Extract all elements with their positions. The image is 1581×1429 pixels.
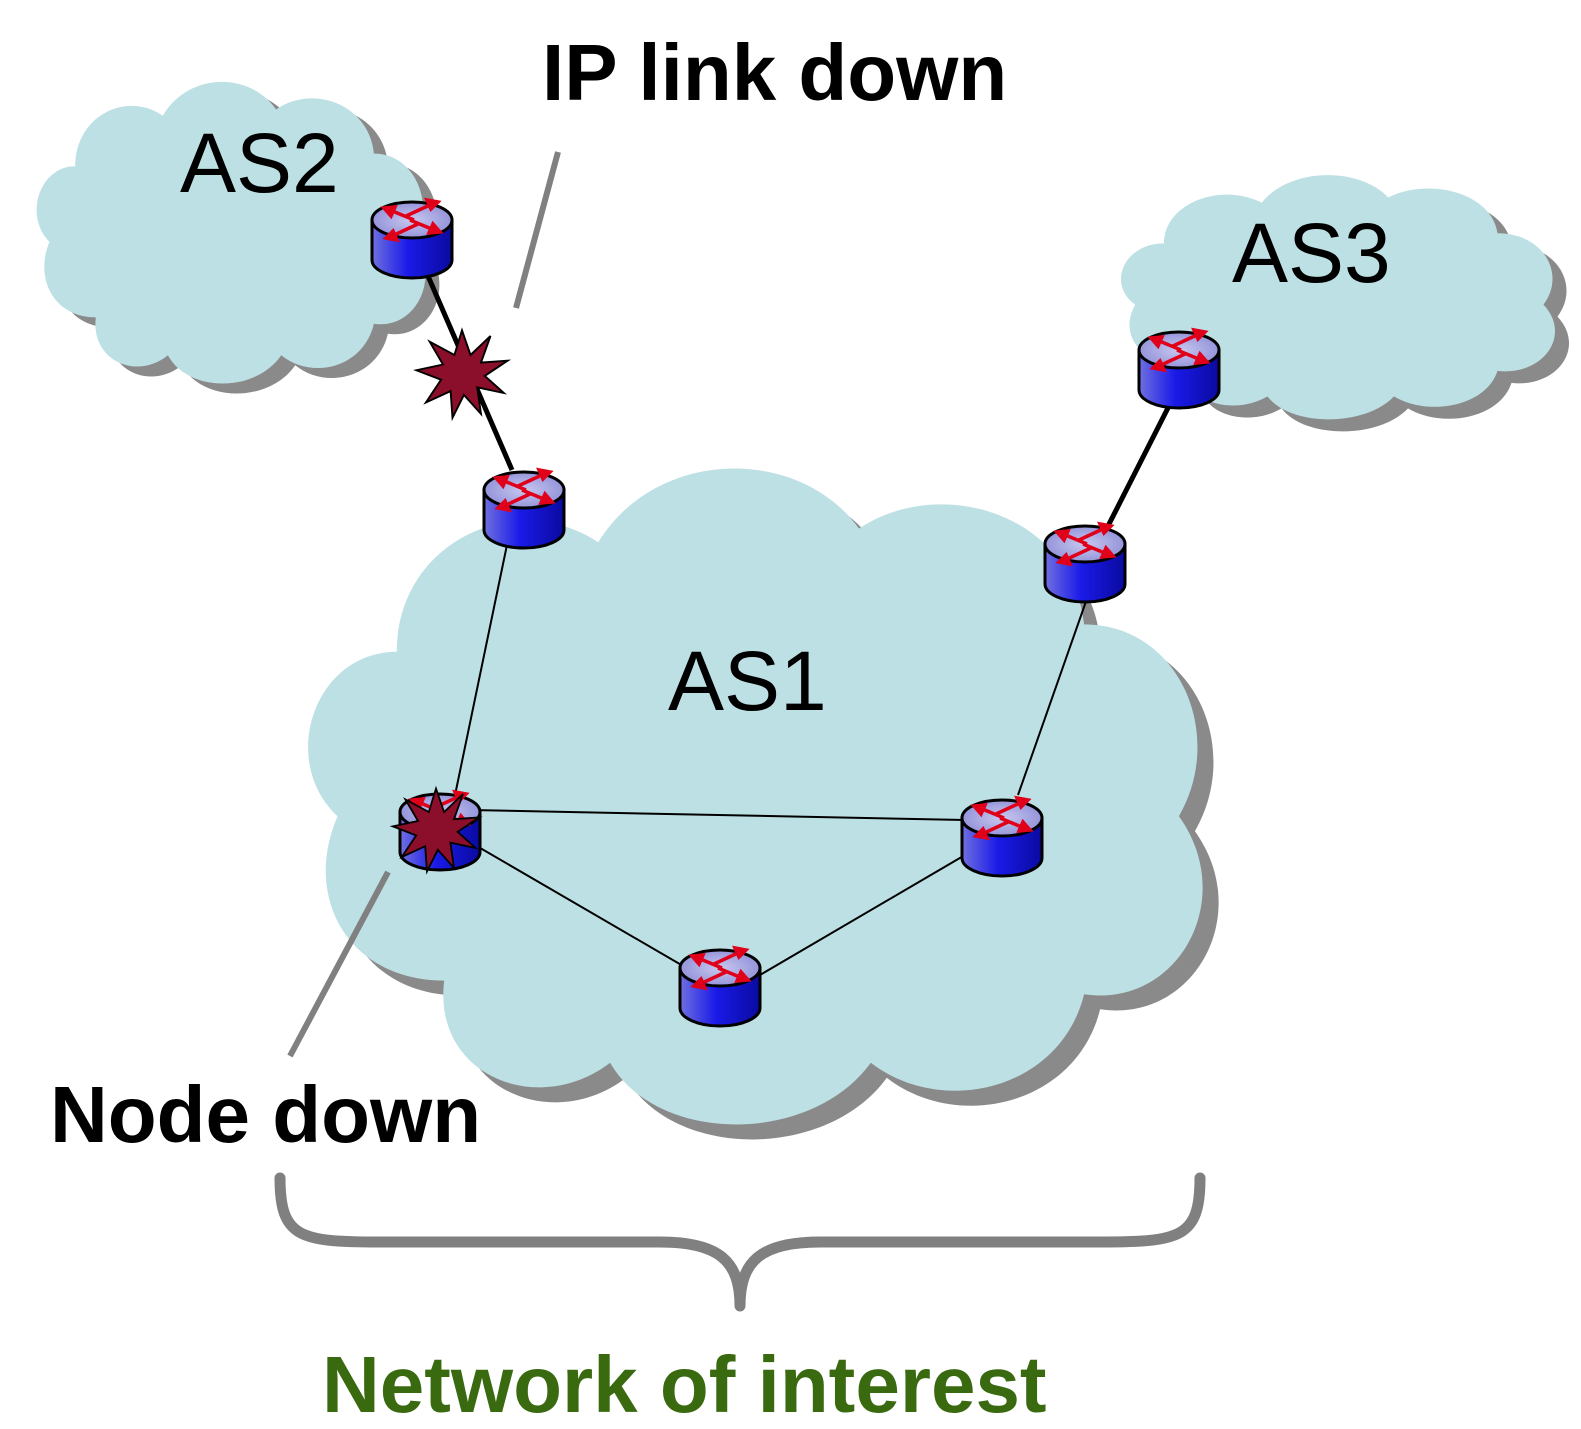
link-r2-r4: [474, 844, 691, 971]
link-r4-r3: [759, 854, 966, 976]
as2-label: AS2: [180, 116, 339, 210]
node-down-label: Node down: [50, 1070, 481, 1159]
router-icon-as1-right-lower: [960, 796, 1044, 878]
link-r1-r2: [453, 539, 509, 801]
link-r5-r3: [1017, 589, 1091, 796]
ip-link-down-label: IP link down: [542, 28, 1007, 117]
router-icon-as3: [1137, 328, 1221, 410]
link-r2-r3: [469, 809, 966, 821]
as3-label: AS3: [1232, 206, 1391, 300]
router-icon-as1-bottom: [678, 946, 762, 1028]
network-brace: [274, 1172, 1206, 1312]
link-as3-as1: [1103, 398, 1175, 532]
router-icon-as2: [370, 198, 454, 280]
router-icon-as1-top: [482, 468, 566, 550]
network-of-interest-label: Network of interest: [322, 1340, 1047, 1429]
ip-link-down-leader: [513, 151, 561, 309]
node-down-leader: [287, 870, 391, 1058]
as1-label: AS1: [668, 634, 827, 728]
link-failure-explosion-icon: [415, 329, 509, 419]
intra-as1-links: [453, 539, 1091, 976]
router-icon-as1-right-upper: [1043, 522, 1127, 604]
